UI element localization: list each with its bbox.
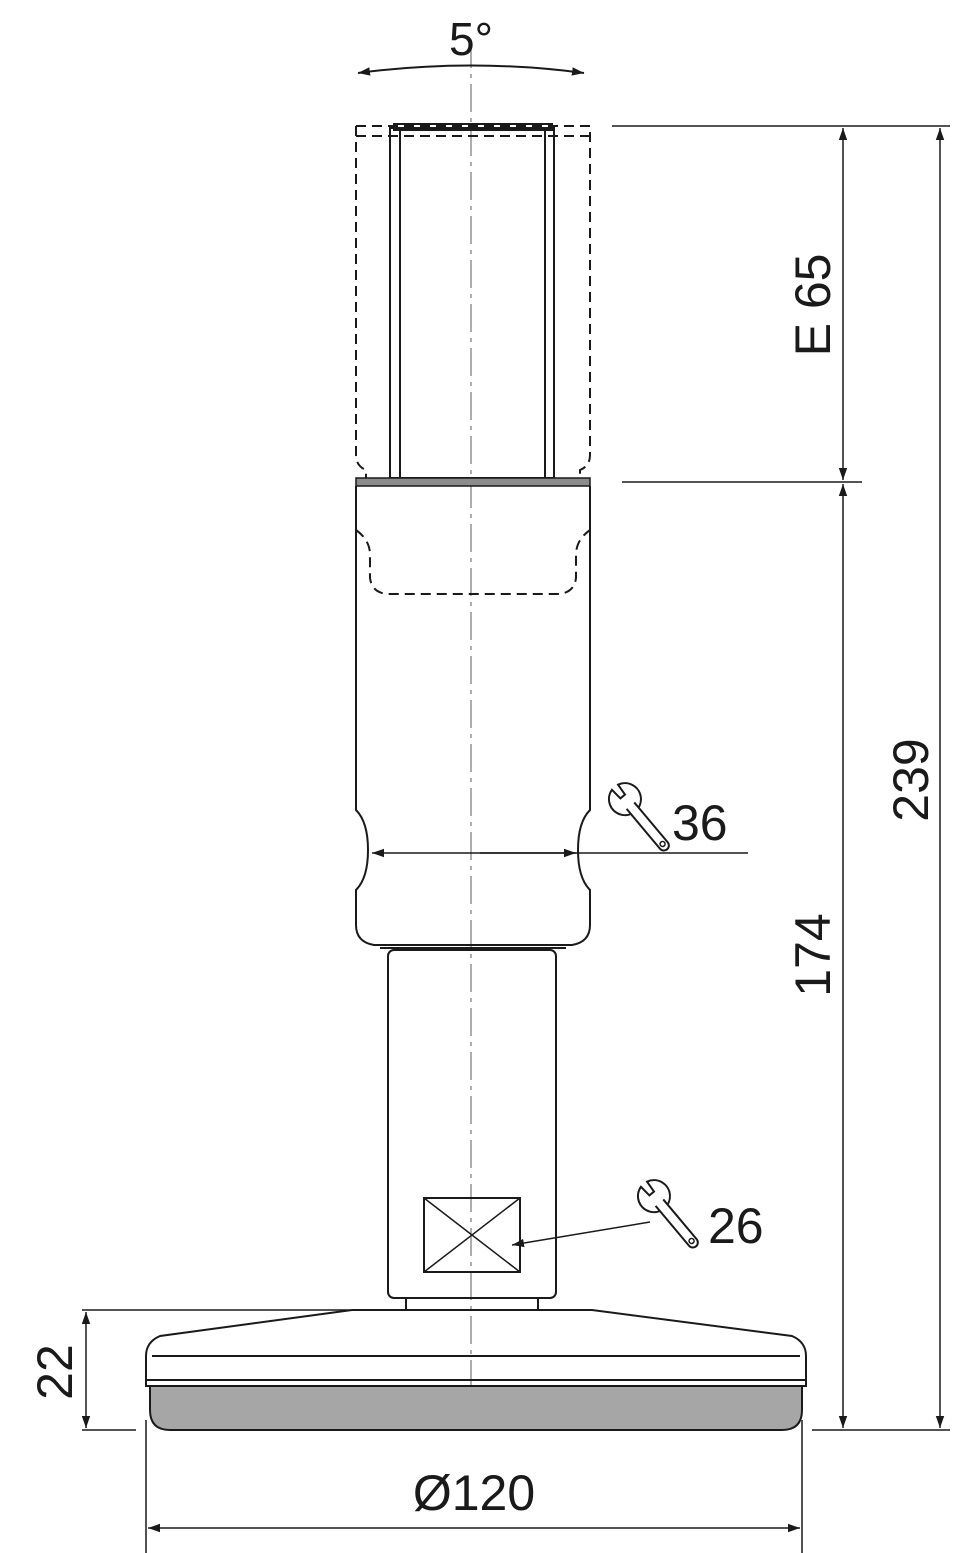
tilt-angle-label: 5°	[449, 13, 493, 65]
wrench-icon	[630, 1172, 710, 1258]
thread-length-label: E 65	[785, 254, 841, 357]
threaded-top-phantom	[355, 125, 591, 480]
total-height-label: 239	[883, 738, 939, 821]
wrench-26-leader	[511, 1221, 651, 1248]
wrench-size-36-label: 36	[672, 795, 728, 851]
wrench-icon	[601, 775, 681, 861]
tilt-angle-arc	[357, 64, 585, 76]
base-diameter-label: Ø120	[413, 1465, 535, 1521]
base-height-label: 22	[27, 1344, 83, 1400]
threaded-stud	[389, 123, 555, 479]
base-plate	[145, 1309, 807, 1387]
stem	[387, 949, 557, 1311]
thread-seal	[355, 477, 591, 487]
body-height-label: 174	[785, 913, 841, 996]
base-rubber-pad	[149, 1385, 803, 1431]
wrench-size-26-label: 26	[708, 1198, 764, 1254]
hex-body	[355, 486, 591, 949]
